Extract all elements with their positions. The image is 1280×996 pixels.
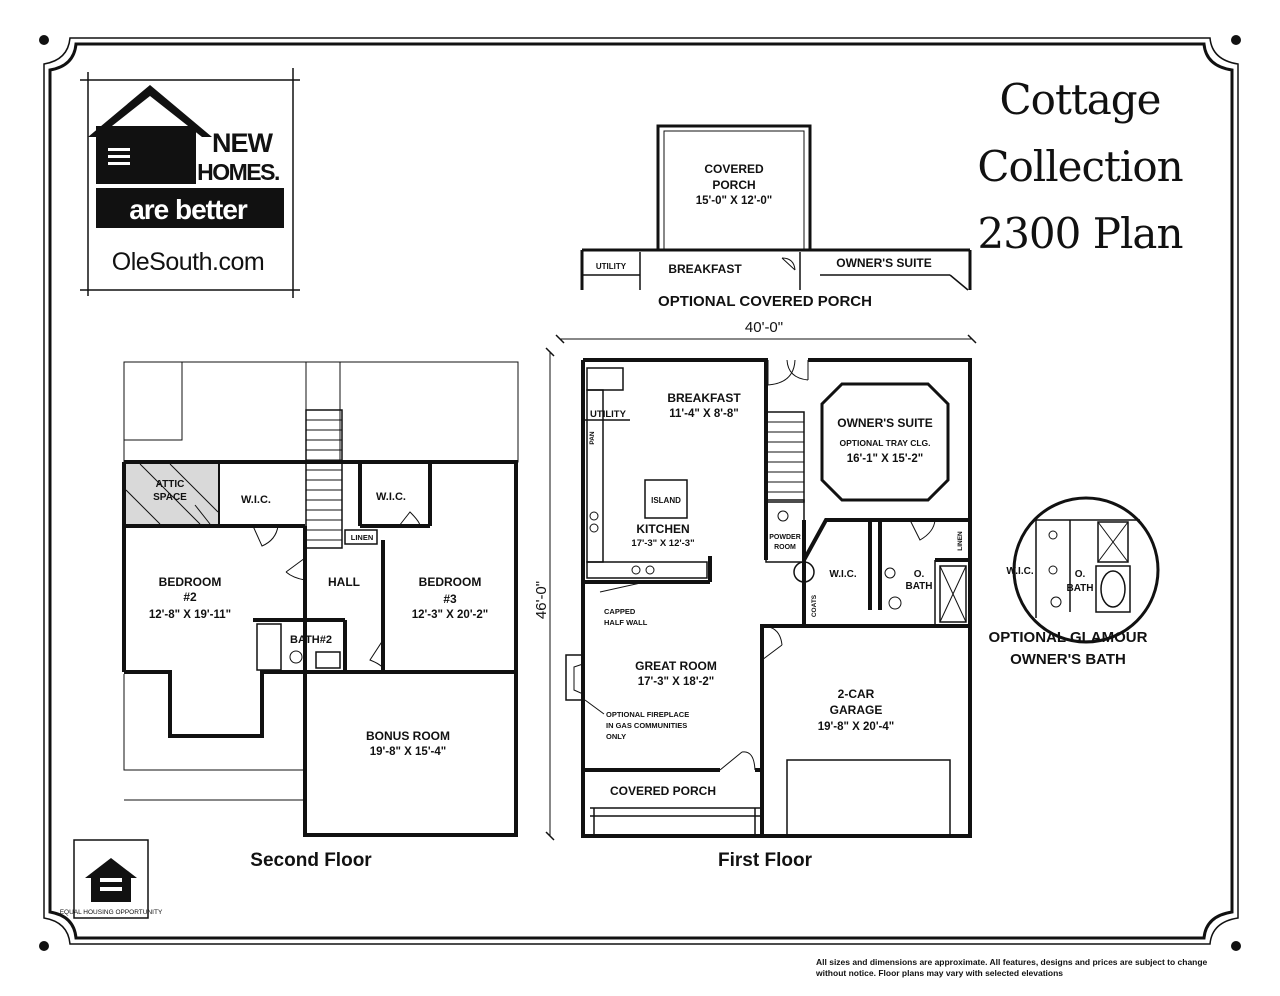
brand-logo: NEW HOMES. are better OleSouth.com bbox=[80, 68, 300, 298]
first-floor-depth-dim: 46'-0" bbox=[533, 581, 550, 619]
capped-wall-label-2: HALF WALL bbox=[604, 618, 648, 627]
wic-right-label: W.I.C. bbox=[376, 491, 406, 503]
opt-breakfast-label: BREAKFAST bbox=[668, 262, 742, 276]
bonus-room-label: BONUS ROOM bbox=[366, 729, 450, 743]
powder-room-label-2: ROOM bbox=[774, 544, 796, 551]
first-floor-width-dim: 40'-0" bbox=[745, 319, 783, 336]
opt-porch-label-2: PORCH bbox=[712, 178, 755, 192]
opt-porch-label-1: COVERED bbox=[704, 162, 764, 176]
hall-label: HALL bbox=[328, 575, 360, 589]
logo-line-3: are better bbox=[129, 194, 248, 225]
house-icon bbox=[88, 85, 212, 184]
title-line-3: 2300 Plan bbox=[977, 209, 1182, 258]
opt-porch-caption: OPTIONAL COVERED PORCH bbox=[658, 293, 872, 310]
owners-suite-label: OWNER'S SUITE bbox=[837, 416, 933, 430]
covered-porch-label: COVERED PORCH bbox=[610, 784, 716, 798]
first-floor-plan: 40'-0" 46'-0" bbox=[533, 319, 977, 871]
equal-housing-text: EQUAL HOUSING OPPORTUNITY bbox=[60, 909, 163, 916]
powder-room-label-1: POWDER bbox=[769, 534, 801, 541]
kitchen-label: KITCHEN bbox=[636, 522, 689, 536]
logo-tagline-bar bbox=[96, 188, 284, 228]
island-label: ISLAND bbox=[651, 496, 681, 505]
pan-label: PAN bbox=[589, 431, 596, 445]
linen-label-2: LINEN bbox=[351, 533, 374, 542]
glamour-wic-label: W.I.C. bbox=[1006, 566, 1033, 577]
second-floor-plan: ATTIC SPACE W.I.C. W.I.C. LINEN HALL BED… bbox=[122, 361, 519, 871]
logo-line-1: NEW bbox=[212, 128, 274, 158]
opt-porch-dim: 15'-0" X 12'-0" bbox=[696, 195, 772, 207]
optional-glamour-bath-plan: W.I.C. O. BATH OPTIONAL GLAMOUR OWNER'S … bbox=[989, 496, 1160, 668]
wic-label: W.I.C. bbox=[829, 569, 856, 580]
attic-label-1: ATTIC bbox=[156, 479, 185, 490]
attic-label-2: SPACE bbox=[153, 492, 187, 503]
fireplace-note-2: IN GAS COMMUNITIES bbox=[606, 721, 687, 730]
coats-label: COATS bbox=[811, 594, 818, 617]
breakfast-label: BREAKFAST bbox=[667, 391, 741, 405]
decorative-border bbox=[39, 35, 1241, 951]
bedroom2-label-2: #2 bbox=[183, 590, 197, 604]
first-floor-stair-treads bbox=[766, 421, 804, 493]
opt-utility-label: UTILITY bbox=[596, 262, 627, 271]
garage-label-1: 2-CAR bbox=[838, 687, 875, 701]
title-line-2: Collection bbox=[977, 142, 1182, 191]
optional-covered-porch-plan: COVERED PORCH 15'-0" X 12'-0" UTILITY BR… bbox=[580, 124, 972, 310]
tray-ceiling-label: OPTIONAL TRAY CLG. bbox=[840, 438, 931, 448]
o-bath-label-1: O. bbox=[914, 569, 925, 580]
utility-label: UTILITY bbox=[590, 409, 627, 420]
bedroom3-dim: 12'-3" X 20'-2" bbox=[412, 609, 488, 621]
website-link[interactable]: OleSouth.com bbox=[112, 248, 265, 276]
breakfast-dim: 11'-4" X 8'-8" bbox=[669, 408, 738, 420]
second-floor-caption: Second Floor bbox=[250, 850, 372, 871]
great-room-dim: 17'-3" X 18'-2" bbox=[638, 676, 714, 688]
first-floor-caption: First Floor bbox=[718, 850, 813, 871]
bedroom2-dim: 12'-8" X 19'-11" bbox=[149, 609, 231, 621]
fireplace-note-1: OPTIONAL FIREPLACE bbox=[606, 710, 689, 719]
glamour-o-bath-label-2: BATH bbox=[1066, 583, 1093, 594]
owners-suite-dim: 16'-1" X 15'-2" bbox=[847, 453, 923, 465]
wic-left-label: W.I.C. bbox=[241, 494, 271, 506]
bedroom2-label-1: BEDROOM bbox=[159, 575, 222, 589]
o-bath-label-2: BATH bbox=[905, 581, 932, 592]
bedroom3-label-1: BEDROOM bbox=[419, 575, 482, 589]
disclaimer-text: All sizes and dimensions are approximate… bbox=[816, 957, 1208, 978]
linen-label: LINEN bbox=[957, 531, 964, 551]
garage-label-2: GARAGE bbox=[830, 703, 883, 717]
title-line-1: Cottage bbox=[1000, 75, 1161, 124]
glamour-o-bath-label-1: O. bbox=[1075, 569, 1086, 580]
bath2-label: BATH#2 bbox=[290, 634, 332, 646]
bonus-room-dim: 19'-8" X 15'-4" bbox=[370, 746, 446, 758]
opt-owners-suite-label: OWNER'S SUITE bbox=[836, 256, 932, 270]
logo-line-2: HOMES. bbox=[197, 159, 279, 185]
second-floor-stair-treads bbox=[306, 419, 342, 541]
kitchen-dim: 17'-3" X 12'-3" bbox=[631, 538, 694, 549]
fireplace-note-3: ONLY bbox=[606, 732, 626, 741]
great-room-label: GREAT ROOM bbox=[635, 659, 717, 673]
capped-wall-label-1: CAPPED bbox=[604, 607, 636, 616]
plan-title: Cottage Collection 2300 Plan bbox=[977, 75, 1183, 258]
garage-dim: 19'-8" X 20'-4" bbox=[818, 721, 894, 733]
glamour-caption-1: OPTIONAL GLAMOUR bbox=[989, 629, 1148, 646]
bedroom3-label-2: #3 bbox=[443, 592, 457, 606]
glamour-caption-2: OWNER'S BATH bbox=[1010, 651, 1126, 668]
equal-housing-logo: EQUAL HOUSING OPPORTUNITY bbox=[60, 839, 163, 919]
